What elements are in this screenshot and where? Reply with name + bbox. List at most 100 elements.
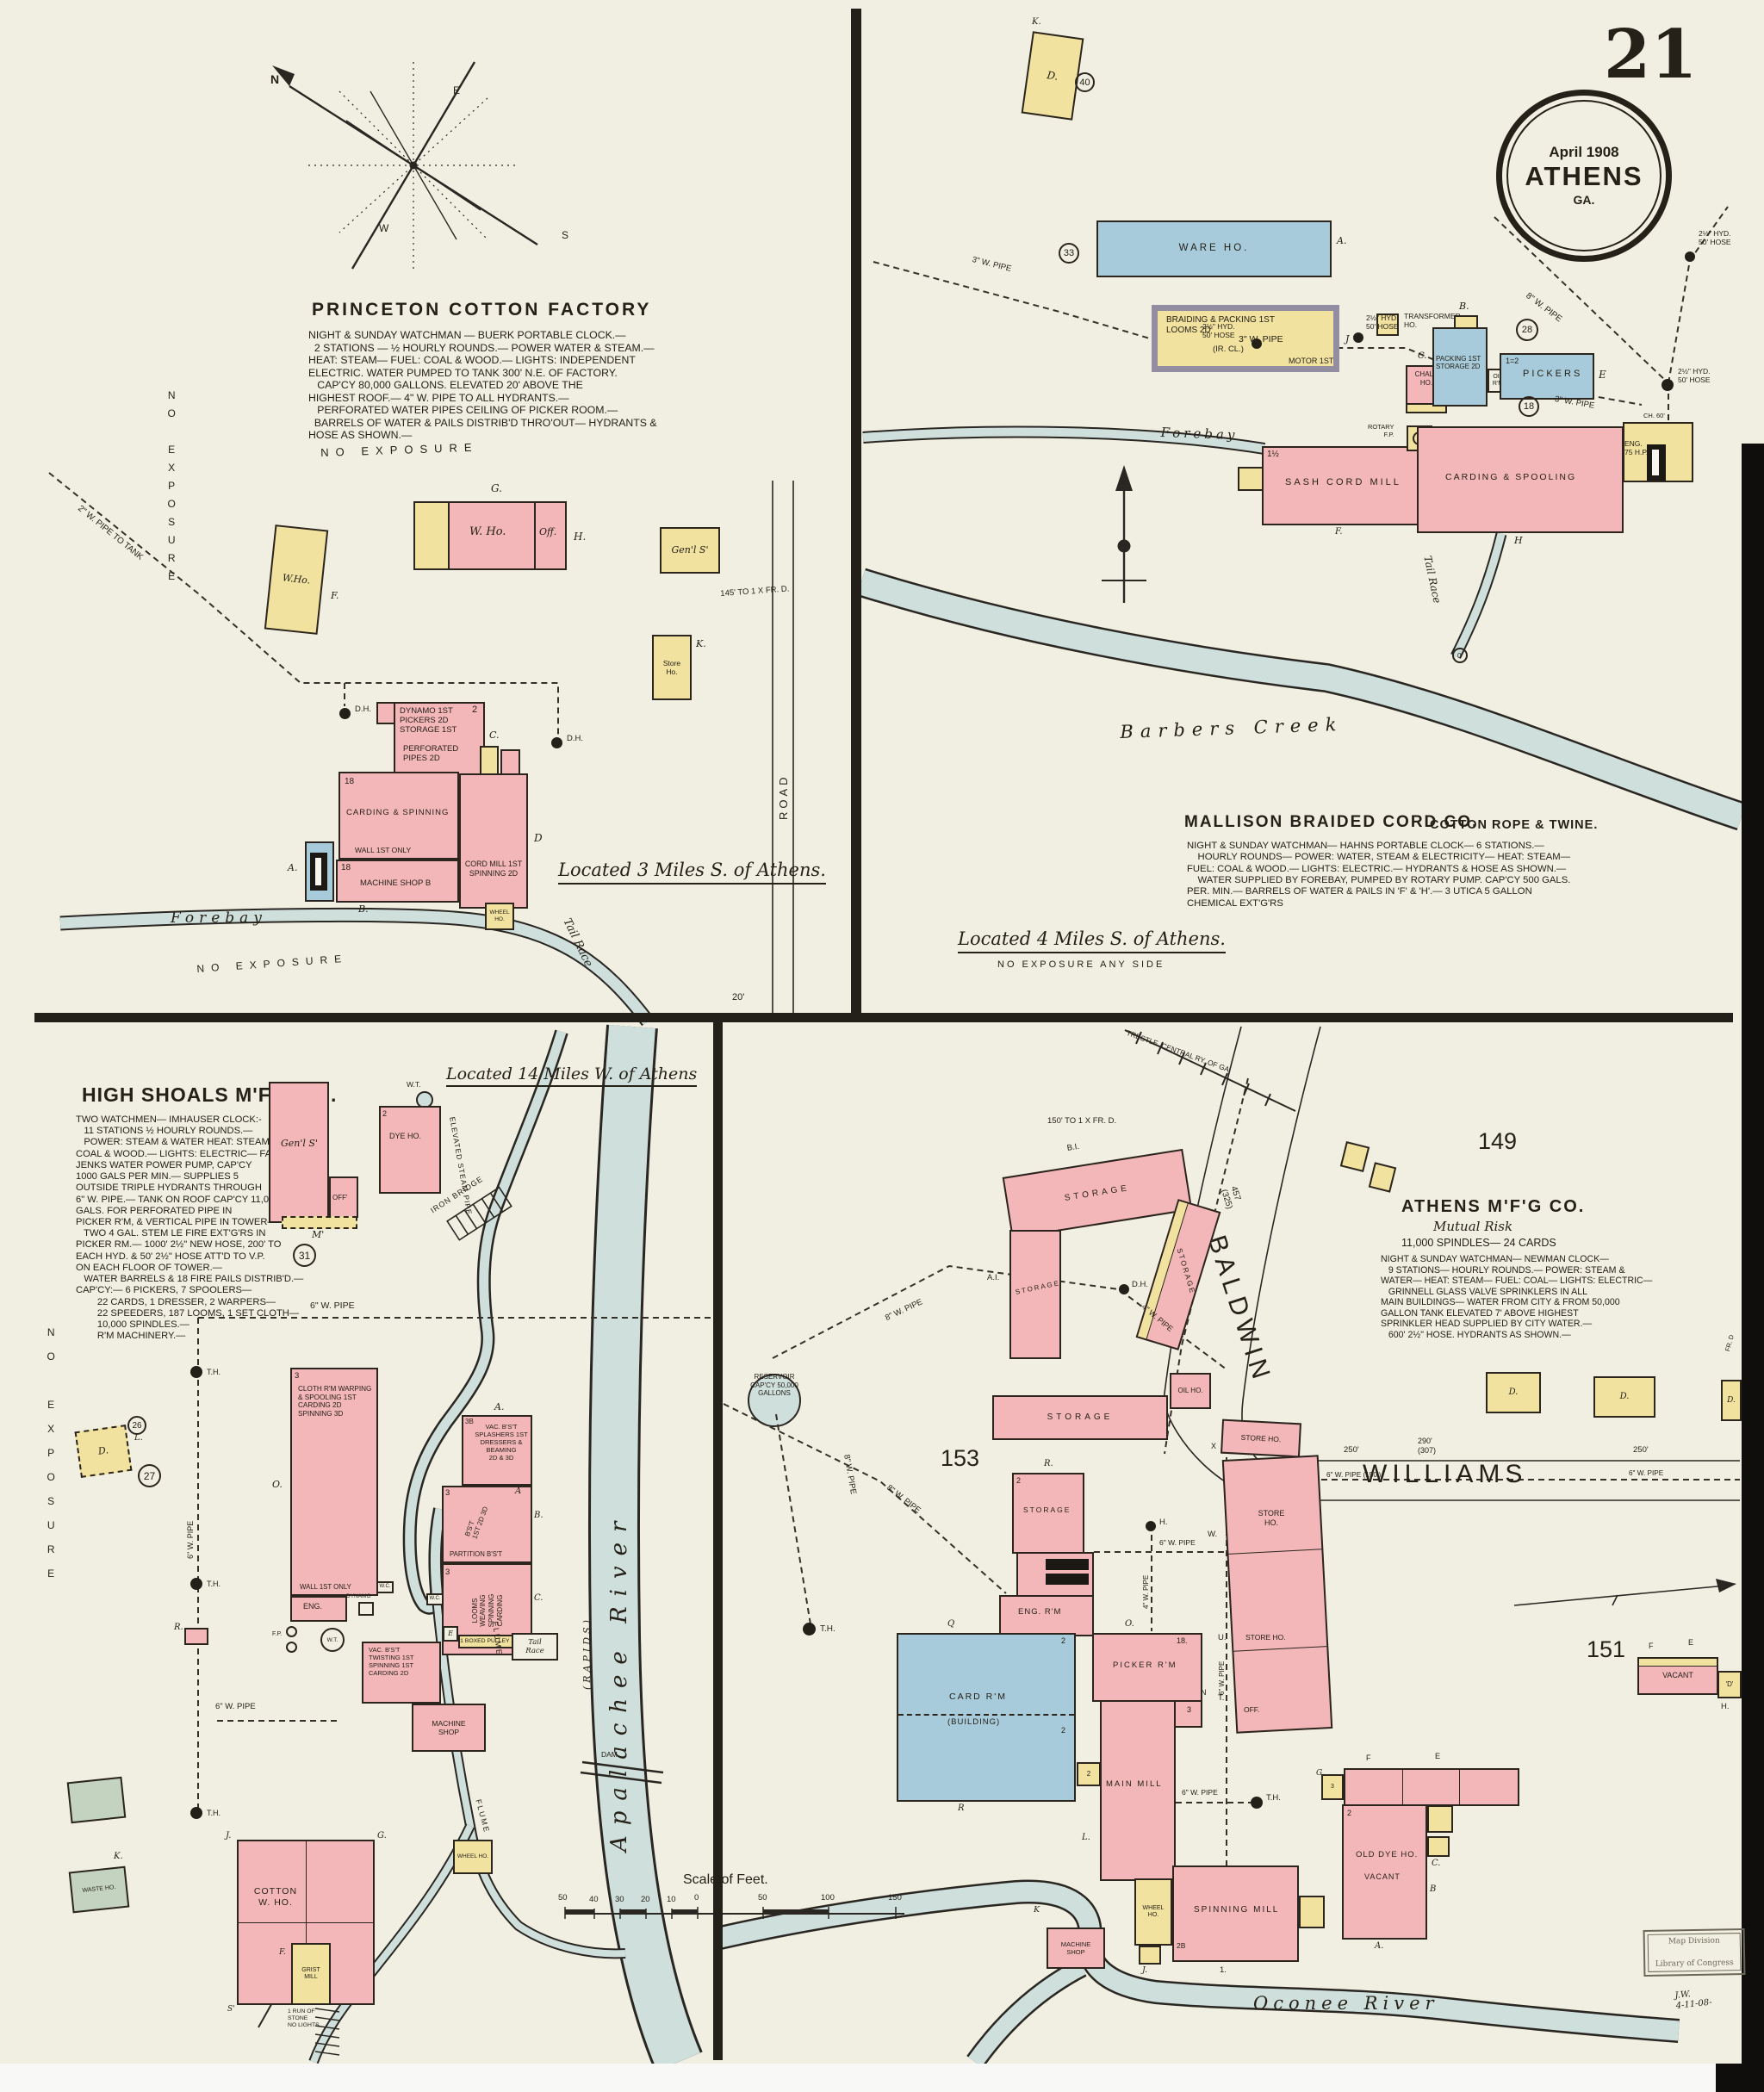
wheel-house: WHEEL HO. xyxy=(485,903,514,930)
compass-s: S xyxy=(562,229,569,241)
frontage-250: 250' xyxy=(1344,1445,1359,1455)
hydrant-label: 2½" HYD. 50' HOSE xyxy=(1678,367,1711,385)
mallison-notes: NIGHT & SUNDAY WATCHMAN— HAHNS PORTABLE … xyxy=(1187,841,1571,909)
mallison-located: Located 4 Miles S. of Athens. xyxy=(958,928,1226,953)
carding-spinning-label: CARDING & SPINNING xyxy=(346,808,450,817)
connector: 2 xyxy=(1077,1762,1101,1786)
pickers-building xyxy=(1500,353,1594,400)
hydrant-label: 2½" HYD. 50' HOSE xyxy=(1699,229,1731,247)
pipe-6in-label: 6" W. PIPE xyxy=(215,1702,256,1711)
pipe-6in-label: 6" W. PIPE xyxy=(1159,1538,1196,1547)
partition-line xyxy=(1459,1770,1460,1804)
block-number-149: 149 xyxy=(1478,1128,1518,1154)
label-b: B xyxy=(1430,1884,1437,1894)
partition-line xyxy=(898,1714,1074,1716)
dynamo-label: DYNAMO 1ST PICKERS 2D STORAGE 1ST xyxy=(400,706,457,736)
stories-1-2: 1=2 xyxy=(1506,357,1519,365)
stories-2: 2 xyxy=(1347,1809,1352,1817)
scale-tick: 50 xyxy=(558,1893,568,1903)
porch xyxy=(282,1216,357,1229)
water-tower-symbol: W.T. xyxy=(320,1628,345,1652)
store-house-complex xyxy=(1221,1455,1333,1734)
label-f: F. xyxy=(279,1948,286,1957)
library-of-congress-stamp: Map Division Library of Congress xyxy=(1643,1927,1746,1977)
triple-hydrant-dot xyxy=(803,1623,816,1636)
cord-mill-label: CORD MILL 1ST SPINNING 2D xyxy=(464,860,523,878)
stories-18: 18. xyxy=(1177,1636,1188,1645)
block-number-151: 151 xyxy=(1587,1636,1626,1662)
reservoir-circle xyxy=(748,1374,801,1427)
stories-2b: 2B xyxy=(1177,1941,1186,1950)
label-l: L. xyxy=(134,1433,143,1443)
triple-hydrant-label: T.H. xyxy=(207,1580,221,1588)
princeton-located: Located 3 Miles S. of Athens. xyxy=(558,860,826,885)
compass-w: W xyxy=(379,222,389,234)
scale-tick: 50 xyxy=(758,1893,767,1903)
pipe-6in-label: 6" W. PIPE xyxy=(1629,1469,1664,1477)
partition-line xyxy=(1402,1770,1403,1804)
label-h: H. xyxy=(1159,1518,1168,1527)
label-s: S' xyxy=(227,2005,235,2014)
wheel-house: WHEEL HO. xyxy=(453,1840,493,1874)
label-b: B. xyxy=(534,1511,543,1520)
stories-3: 3 xyxy=(445,1567,450,1577)
loc-stamp-line2: Library of Congress xyxy=(1655,1959,1734,1969)
highshoals-located: Located 14 Miles W. of Athens xyxy=(446,1065,698,1088)
partition-note: PARTITION B'S'T xyxy=(450,1550,503,1558)
pipe-6in-150-label: 6" W. PIPE (150') xyxy=(1326,1471,1382,1479)
label-a: A. xyxy=(288,862,298,873)
store-house: STORE HO. xyxy=(1221,1418,1301,1458)
rotary-fire-pump-label: ROTARY F.P. xyxy=(1368,423,1394,438)
forebay-label: Forebay xyxy=(171,909,267,927)
label-u: U. xyxy=(1218,1633,1227,1642)
hydrant-dot xyxy=(1252,338,1262,349)
label-k: K. xyxy=(114,1852,123,1861)
triple-hydrant-label: T.H. xyxy=(1266,1793,1281,1803)
small-building xyxy=(1238,467,1264,491)
iron-clad-note: (IR. CL.) xyxy=(1213,345,1244,354)
scale-tick: 150 xyxy=(888,1893,902,1903)
general-store-label: Gen'l S' xyxy=(281,1138,318,1149)
office-label: Off. xyxy=(539,526,557,537)
circle-27: 27 xyxy=(138,1464,161,1487)
label-c: C. xyxy=(534,1593,543,1603)
princeton-notes: NIGHT & SUNDAY WATCHMAN — BUERK PORTABLE… xyxy=(308,329,657,441)
label-j: J. xyxy=(226,1831,232,1841)
pipe-4in-label: 4" W. PIPE xyxy=(1142,1574,1150,1609)
dam-lines xyxy=(580,1760,664,1785)
triple-hydrant-label: T.H. xyxy=(820,1624,835,1634)
oil-house: OIL HO. xyxy=(1170,1373,1211,1409)
label-g: G. xyxy=(1316,1769,1325,1778)
scale-bar xyxy=(564,1907,904,1919)
splashers-building xyxy=(462,1415,532,1486)
dye-house xyxy=(379,1106,441,1194)
annex xyxy=(1427,1805,1453,1833)
label-k: K xyxy=(1034,1905,1040,1915)
partition-line xyxy=(1233,1645,1327,1652)
bst-building xyxy=(442,1486,532,1563)
picker-room-label: PICKER R'M xyxy=(1113,1661,1177,1670)
main-mill-label: MAIN MILL xyxy=(1106,1779,1163,1789)
scale-tick: 0 xyxy=(694,1893,699,1903)
compass-e: E xyxy=(453,84,461,96)
packing-storage-label: PACKING 1ST STORAGE 2D xyxy=(1436,355,1481,371)
dim-20ft: 20' xyxy=(732,992,745,1003)
divider-vertical-bottom xyxy=(713,1022,723,2060)
water-closet: W.C. xyxy=(376,1581,394,1593)
card-room-label: CARD R'M xyxy=(949,1692,1008,1702)
apalachee-river-label: Apalachee River xyxy=(606,1511,632,1852)
frame-distance-note: 150' TO 1 X FR. D. xyxy=(1047,1116,1117,1126)
scale-tick: 100 xyxy=(821,1893,835,1903)
label-q: Q xyxy=(947,1619,955,1629)
scale-tick: 40 xyxy=(589,1895,599,1904)
label-h: H. xyxy=(1721,1702,1730,1711)
triple-hydrant-dot xyxy=(190,1807,202,1819)
drive-hydrant-label: D.H. xyxy=(567,734,583,743)
braiding-packing-building xyxy=(1152,305,1339,372)
grist-mill-note: 1 RUN OF STONE NO LIGHTS xyxy=(288,2008,320,2029)
building-e: E xyxy=(443,1626,458,1642)
carding-spinning-building xyxy=(339,772,459,860)
boiler-house xyxy=(305,841,334,902)
office-label: OFF. xyxy=(1244,1705,1260,1714)
label-l: L. xyxy=(1082,1833,1090,1842)
